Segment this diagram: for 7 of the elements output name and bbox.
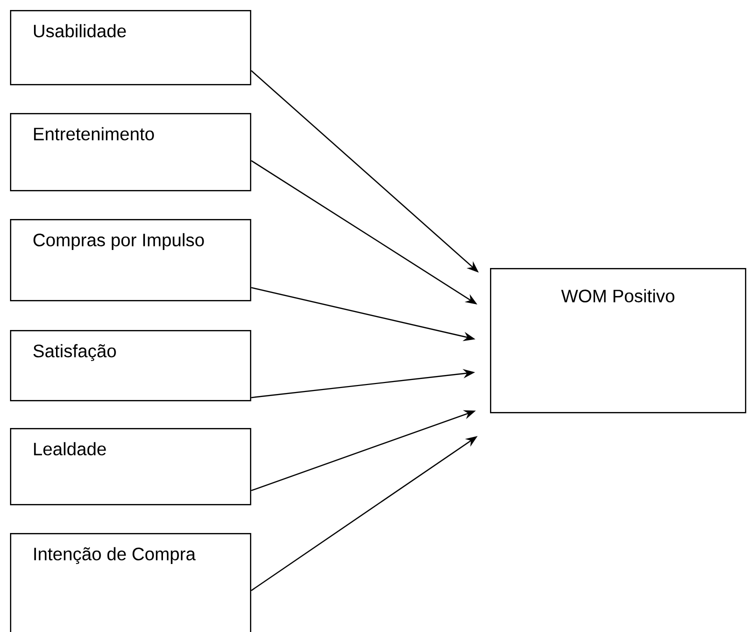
text-box: Lealdade	[10, 428, 252, 506]
text-box: Compras por Impulso	[10, 219, 252, 302]
text-box: Intenção de Compra	[10, 533, 252, 632]
text-box: Usabilidade	[10, 10, 252, 86]
text-box: Satisfação	[10, 330, 252, 402]
text-box: Entretenimento	[10, 113, 252, 192]
text-box: WOM Positivo	[490, 268, 746, 414]
